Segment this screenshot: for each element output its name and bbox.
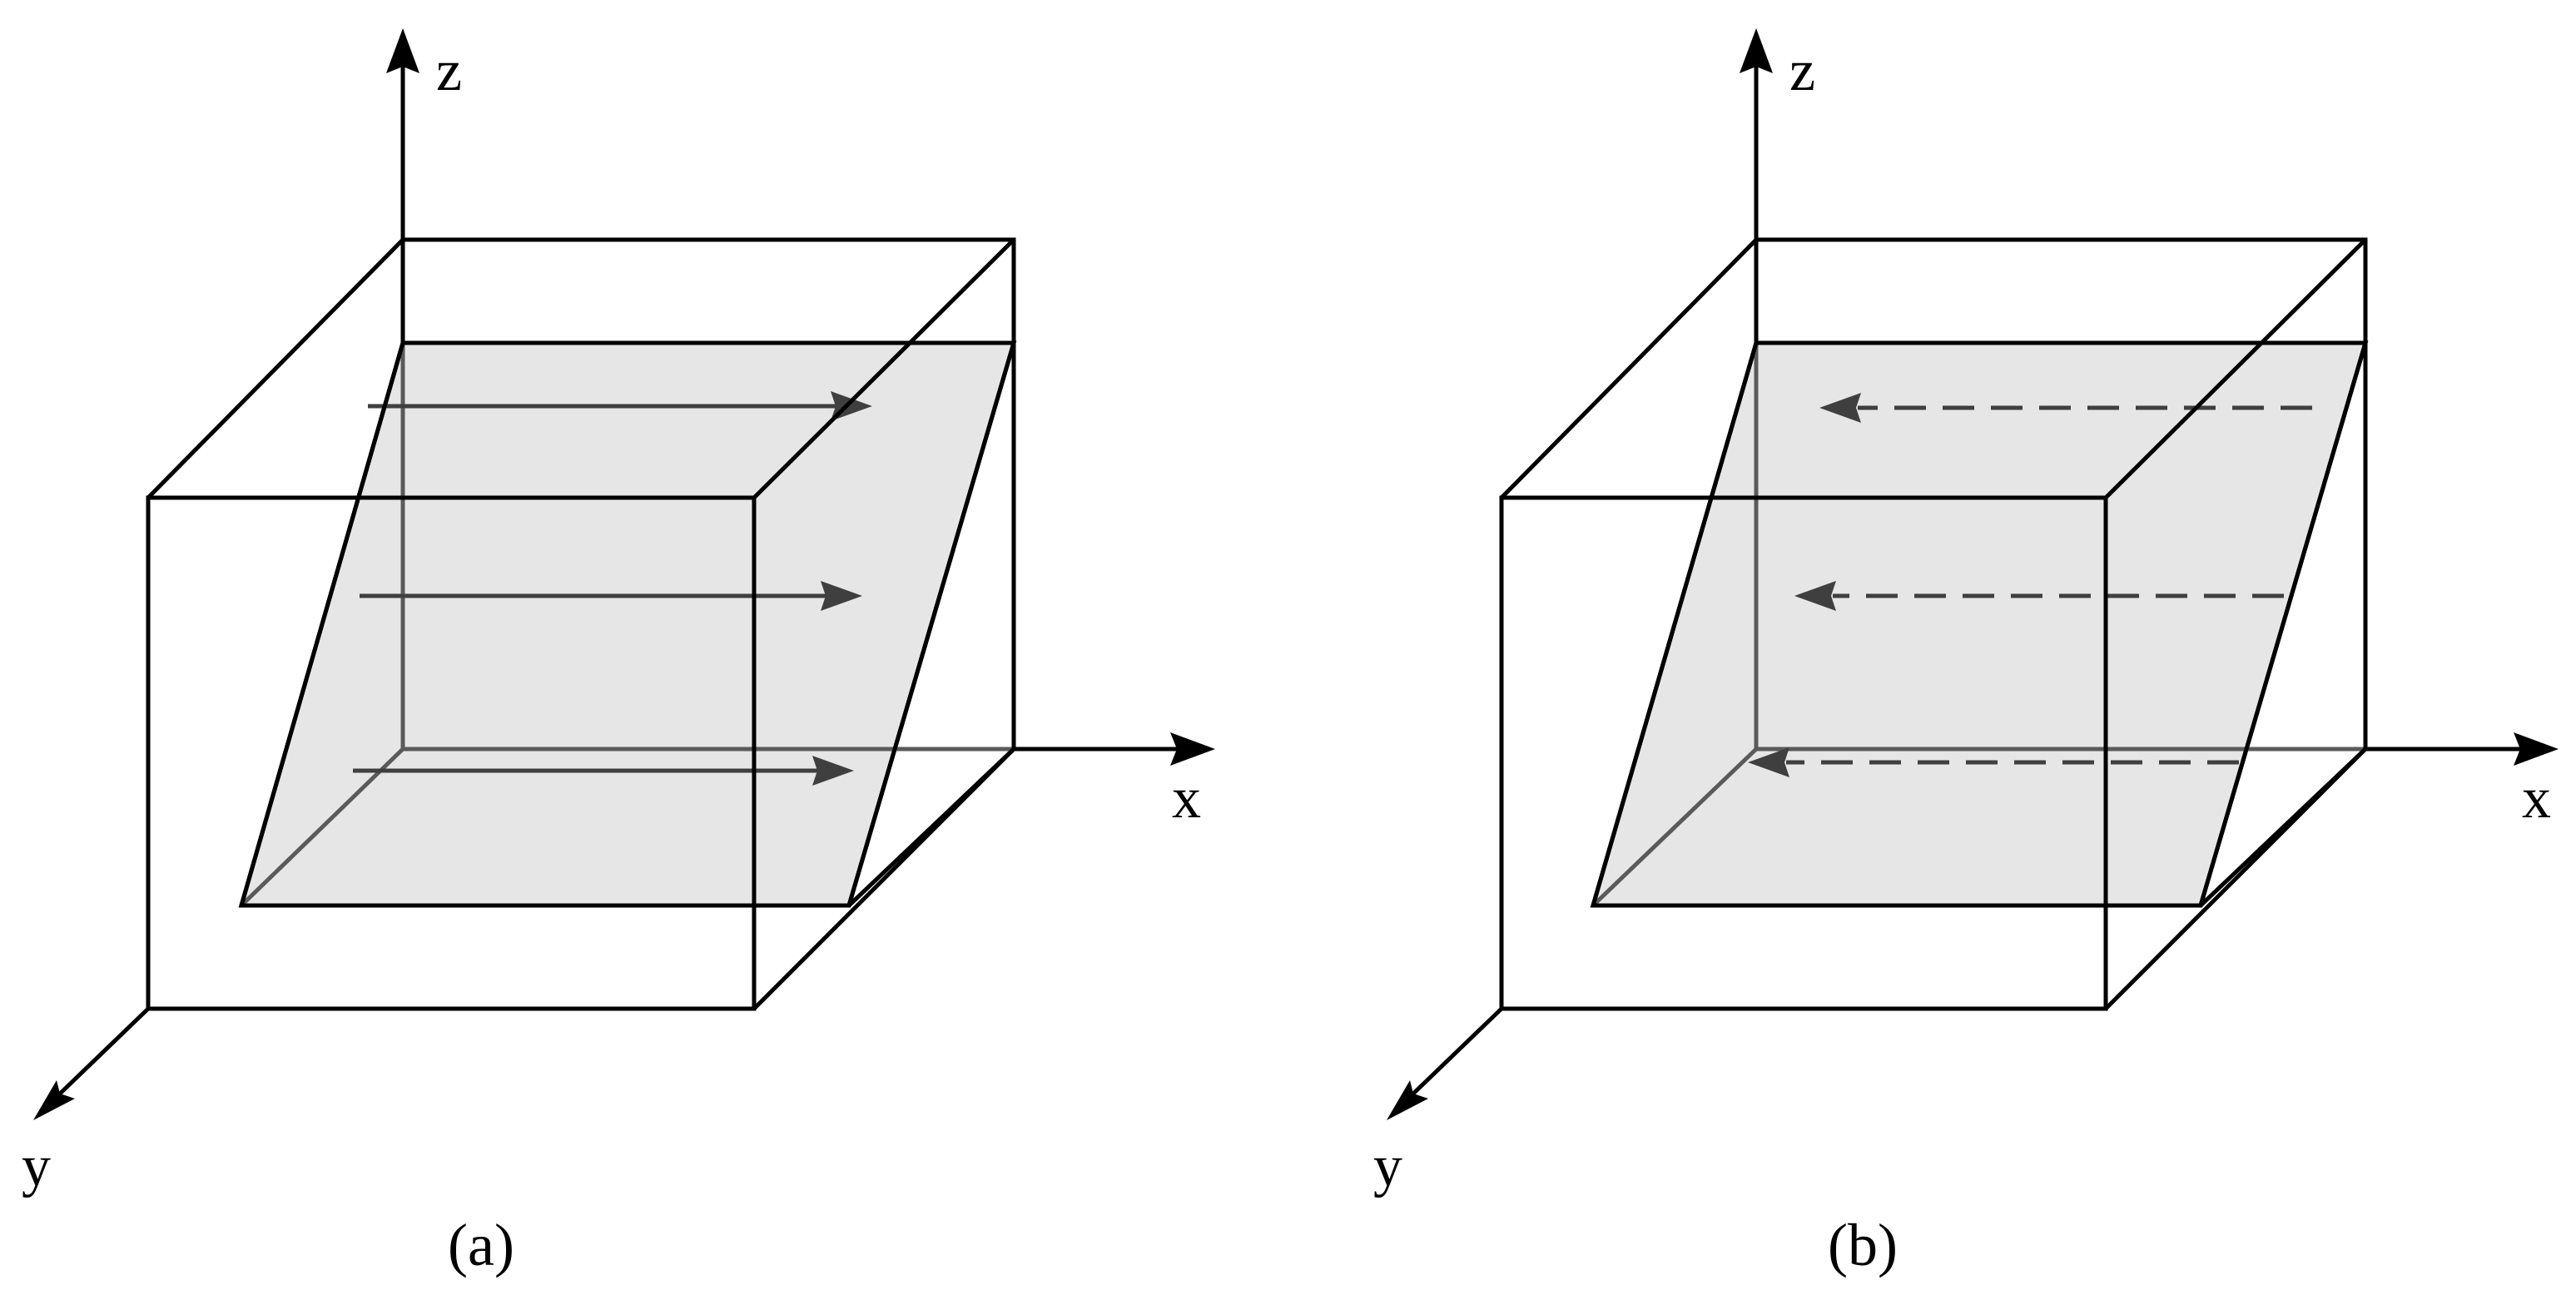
cube-edge-top-right [2104,238,2367,499]
shaded-plane [238,340,1017,908]
z-axis [1740,28,1773,240]
cube-back-face [1756,237,2368,907]
x-axis-label: x [1172,767,1201,831]
y-axis-label: y [22,1134,51,1198]
cube-back-face [403,237,1016,907]
shaded-plane [1590,340,2369,908]
flow-arrow [1794,581,2284,611]
flow-arrow [1748,747,2239,777]
cube-edge-top-right [752,238,1015,499]
x-axis [2365,732,2559,766]
hidden-edge-diagonal [240,747,405,907]
cube-front-face [1499,495,2108,1011]
plane-outline [238,340,1017,908]
hidden-edge-diagonal [1591,747,1758,907]
y-axis-label: y [1373,1134,1402,1198]
x-axis [1014,732,1215,766]
cube-edge-top-left [1500,238,1758,499]
y-axis [33,1007,150,1120]
cube-front-face [146,495,757,1011]
y-axis [1387,1007,1503,1120]
flow-arrow [353,756,854,786]
x-axis-label: x [2522,767,2551,831]
panel-b: z x y (b) [1373,28,2559,1278]
cube-edge-bottom-right [752,747,1015,1010]
z-axis-label: z [436,39,462,103]
panel-caption: (b) [1828,1212,1898,1278]
panel-caption: (a) [448,1212,514,1278]
z-axis-label: z [1789,39,1815,103]
cube-edge-bottom-right [2104,747,2367,1010]
z-axis [386,28,419,240]
plane-outline [1590,340,2369,908]
panel-a: z x y (a) [22,28,1215,1278]
cube-edge-top-left [146,238,405,499]
flow-arrow [360,581,862,611]
flow-arrow [1819,393,2312,423]
